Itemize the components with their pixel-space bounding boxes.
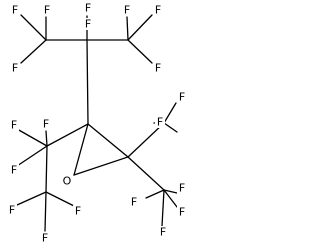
bond-line <box>45 191 75 207</box>
fluorine-atom-label: F <box>179 91 185 104</box>
fluorine-atom-label: F <box>155 4 161 17</box>
bond-line <box>16 191 47 206</box>
bond-line <box>126 16 129 41</box>
bond-line <box>20 39 47 64</box>
fluorine-atom-label: F <box>160 226 166 239</box>
fluorine-atom-label: F <box>131 196 137 209</box>
bond-line <box>145 189 165 199</box>
fluorine-atom-label: F <box>75 205 81 218</box>
fluorine-atom-label: F <box>157 116 163 129</box>
bond-line <box>20 14 47 41</box>
fluorine-atom-label: F <box>43 118 49 131</box>
oxygen-atom-label: O <box>63 175 72 188</box>
fluorine-atom-label: F <box>12 62 18 75</box>
bond-line <box>86 39 89 125</box>
bond-line <box>45 130 48 147</box>
fluorine-atom-label: F <box>9 204 15 217</box>
fluorine-atom-label: F <box>85 18 91 31</box>
bond-line <box>127 14 153 41</box>
bond-line <box>45 145 48 193</box>
bond-line <box>163 122 178 133</box>
fluorine-atom-label: F <box>179 182 185 195</box>
bond-line <box>16 145 48 167</box>
bond-line <box>163 189 178 194</box>
bond-line <box>127 156 165 191</box>
bond-line <box>163 102 177 124</box>
bond-line <box>44 191 47 232</box>
bond-line <box>73 156 129 176</box>
fluorine-atom-label: F <box>44 4 50 17</box>
bond-line <box>127 122 165 158</box>
fluorine-atom-label: F <box>155 62 161 75</box>
fluorine-atom-label: F <box>124 4 130 17</box>
fluorine-atom-label: F <box>85 2 91 15</box>
bond-line <box>161 189 165 227</box>
fluorine-atom-label: F <box>11 119 17 132</box>
bond-line <box>87 123 129 158</box>
bond-line <box>163 189 178 208</box>
fluorine-atom-label: F <box>12 4 18 17</box>
fluorine-atom-label: F <box>179 206 185 219</box>
bond-line <box>16 128 48 147</box>
bond-line <box>127 39 153 64</box>
fluorine-atom-label: F <box>11 164 17 177</box>
bond-line <box>73 123 89 176</box>
bond-line <box>46 123 89 147</box>
fluorine-atom-label: F <box>42 232 48 245</box>
